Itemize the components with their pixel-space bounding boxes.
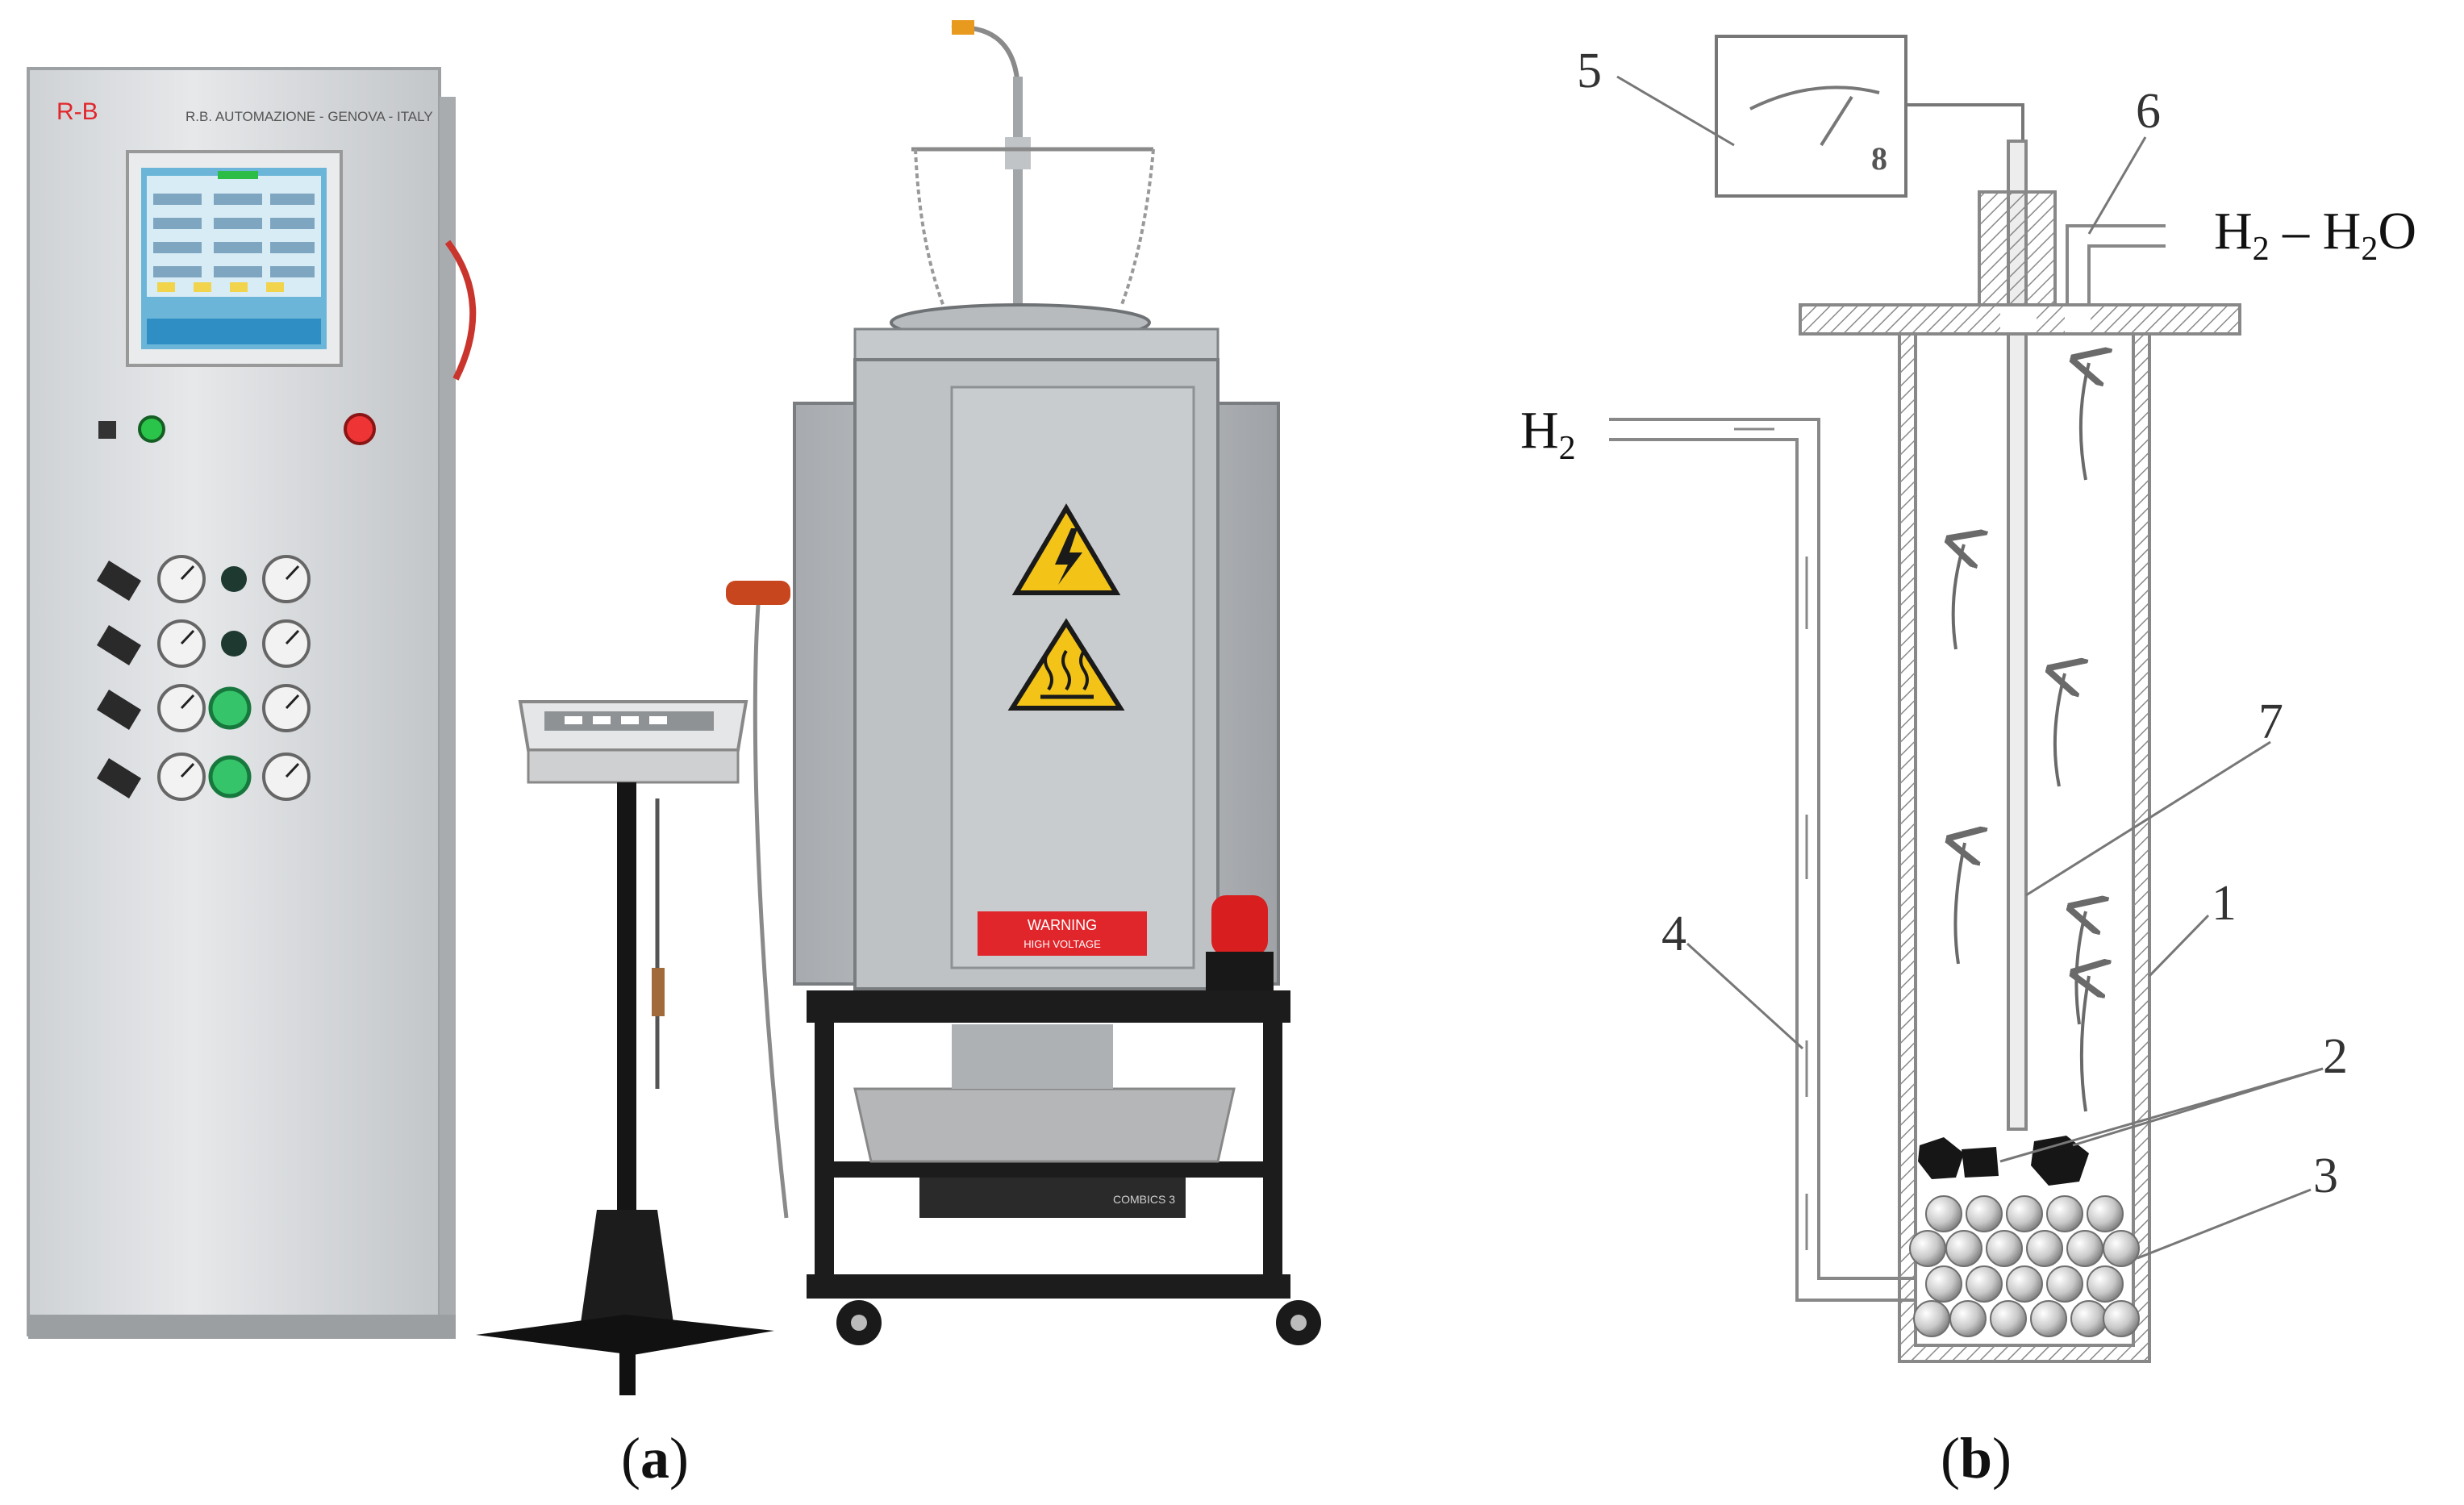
warning-label: WARNING HIGH VOLTAGE [978, 911, 1147, 956]
bed-ball [1966, 1195, 2003, 1232]
bed-ball [2103, 1230, 2140, 1267]
label-4: 4 [1661, 907, 1686, 961]
bed-ball [1990, 1300, 2027, 1337]
emergency-lamp[interactable] [344, 413, 376, 445]
cabinet-header: R.B. AUTOMAZIONE - GENOVA - ITALY [186, 109, 433, 124]
reactor-tube [1898, 334, 2151, 1363]
thermocouple-probe [2007, 140, 2028, 1131]
bed-ball [2046, 1265, 2083, 1303]
gas-flow-arrows [1953, 363, 2089, 1112]
warning-label-title: WARNING [1028, 917, 1097, 933]
warning-label-text: HIGH VOLTAGE [1024, 938, 1101, 950]
bed-ball [2030, 1300, 2067, 1337]
high-voltage-warning-icon [1011, 503, 1121, 595]
label-2: 2 [2323, 1029, 2348, 1084]
bed-ball [1986, 1230, 2023, 1267]
label-7: 7 [2258, 694, 2283, 749]
caption-b: (b) [1941, 1426, 2012, 1490]
power-on-lamp [138, 415, 165, 443]
bed-ball [1925, 1265, 1962, 1303]
bed-ball [2087, 1265, 2124, 1303]
bed-ball [2087, 1195, 2124, 1232]
furnace: WARNING HIGH VOLTAGE COMBICS 3 [726, 20, 1321, 1345]
bed-ball [2070, 1300, 2108, 1337]
balance-stand [476, 700, 774, 1395]
key-switch[interactable] [98, 421, 116, 439]
inlet-pipe [1609, 418, 1916, 1302]
bed-ball [1909, 1230, 1946, 1267]
panel-b: 8 [1520, 35, 2416, 1490]
gauge-digit: 8 [1871, 140, 1887, 177]
hot-surface-warning-icon [1007, 618, 1125, 711]
caption-a: (a) [621, 1426, 689, 1490]
bed-ball [2046, 1195, 2083, 1232]
furnace-cart: COMBICS 3 [807, 990, 1321, 1345]
bed-ball [2006, 1195, 2043, 1232]
bed-ball [1925, 1195, 1962, 1232]
label-1: 1 [2212, 876, 2237, 931]
label-5: 5 [1577, 44, 1602, 98]
control-cabinet: R-B R.B. AUTOMAZIONE - GENOVA - ITALY [27, 67, 477, 1339]
bed-ball [2103, 1300, 2140, 1337]
leader-lines [1616, 75, 2324, 1260]
bed-ball [2066, 1230, 2103, 1267]
ore-samples [1918, 1136, 2089, 1186]
packed-bed [1909, 1195, 2140, 1337]
bed-ball [1913, 1300, 1950, 1337]
label-3: 3 [2313, 1149, 2338, 1203]
panel-a: R-B R.B. AUTOMAZIONE - GENOVA - ITALY [27, 20, 1321, 1490]
bed-ball [2006, 1265, 2043, 1303]
bed-ball [1949, 1300, 1987, 1337]
label-6: 6 [2136, 84, 2161, 139]
bed-ball [2026, 1230, 2063, 1267]
outlet-pipe [2066, 224, 2166, 305]
bed-ball [1945, 1230, 1982, 1267]
gauge-5: 8 [1715, 35, 2024, 198]
inlet-gas-label: H2 [1520, 401, 1576, 467]
probe-seal [1978, 190, 2057, 306]
cabinet-logo: R-B [56, 98, 98, 125]
scale-brand: COMBICS 3 [1113, 1193, 1175, 1206]
gas-control-rows [97, 555, 311, 801]
outlet-gas-label: H2 – H2O [2214, 202, 2416, 268]
beacon-light-icon [1206, 895, 1274, 992]
bed-ball [1966, 1265, 2003, 1303]
